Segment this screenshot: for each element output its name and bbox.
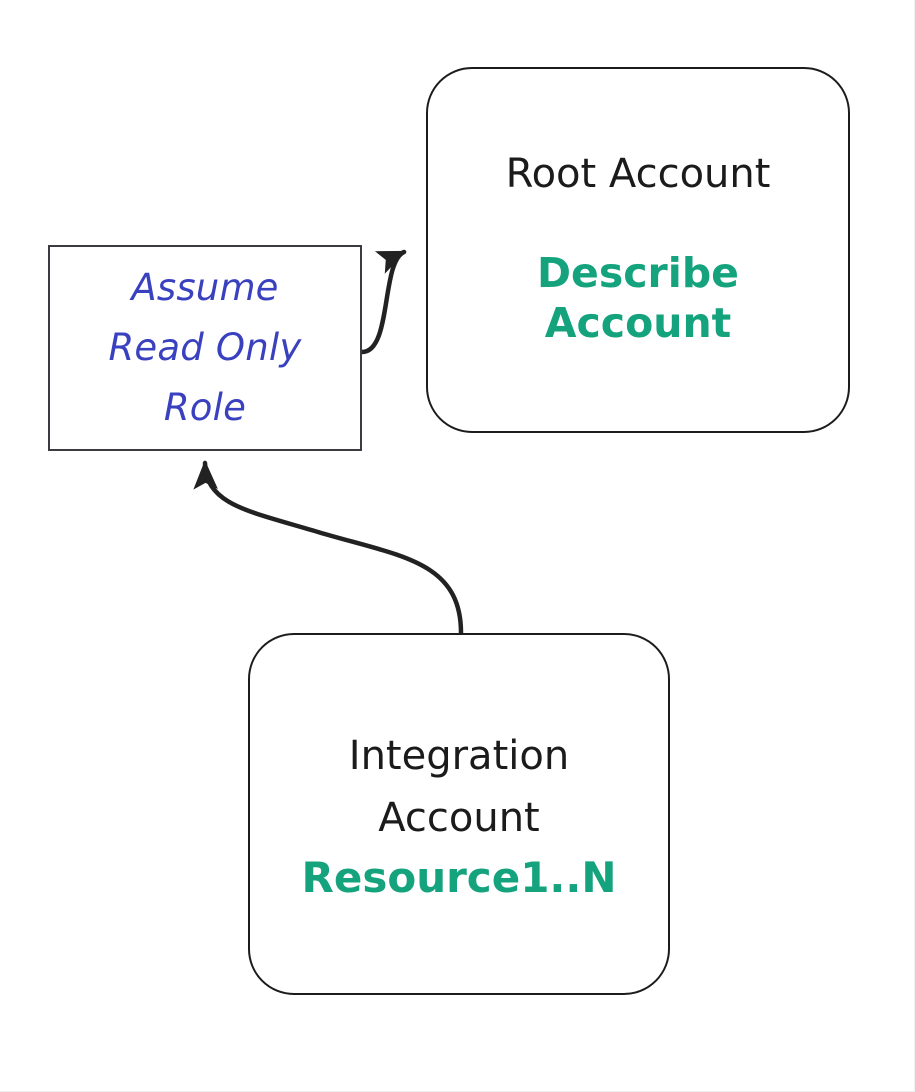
edge-role-to-root	[359, 249, 407, 355]
integration-account-title-line1: Integration	[348, 732, 570, 779]
edge-integration-to-role	[193, 460, 464, 636]
assume-role-line1: Assume	[131, 266, 279, 310]
assume-role-line2: Read Only	[108, 326, 302, 370]
root-account-action-line1: Describe	[537, 249, 739, 298]
integration-account-title: Integration Account	[349, 725, 569, 849]
assume-role-line3: Role	[163, 385, 247, 429]
node-assume-read-only-role[interactable]: Assume Read Only Role	[48, 245, 362, 451]
root-account-title: Root Account	[505, 150, 771, 197]
assume-role-label: Assume Read Only Role	[109, 258, 302, 438]
root-account-action-line2: Account	[544, 299, 732, 348]
node-root-account[interactable]: Root Account Describe Account	[426, 67, 850, 433]
integration-account-resources: Resource1..N	[301, 852, 617, 902]
integration-account-title-line2: Account	[378, 794, 540, 841]
node-integration-account[interactable]: Integration Account Resource1..N	[248, 633, 670, 995]
root-account-action: Describe Account	[537, 248, 739, 348]
